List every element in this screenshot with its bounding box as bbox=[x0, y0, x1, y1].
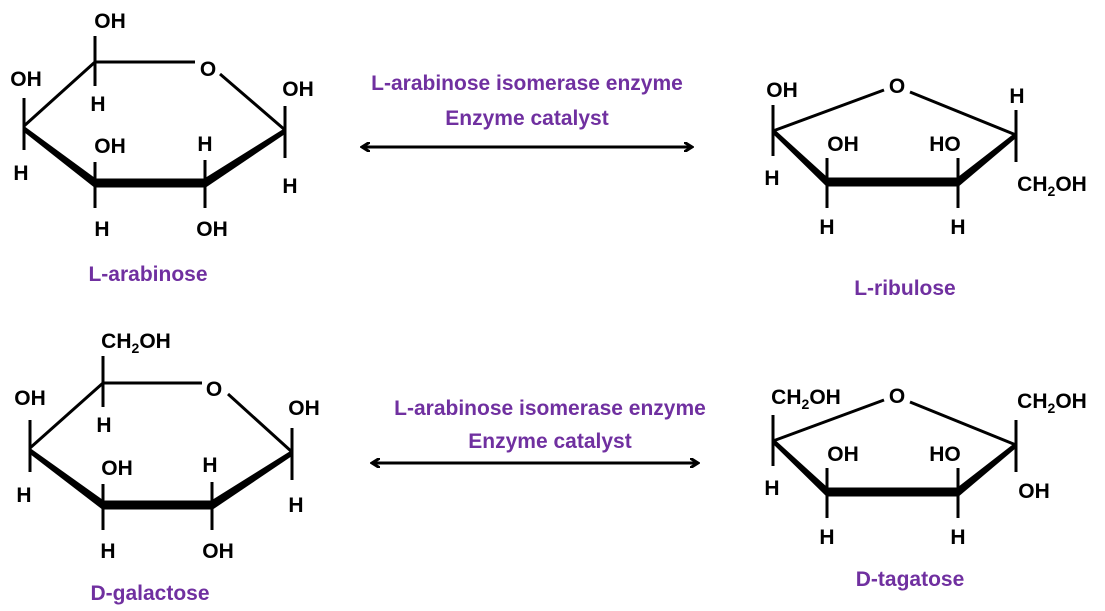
atom-label: H bbox=[90, 93, 105, 116]
atom-label: OH bbox=[827, 133, 859, 156]
atom-label: OH bbox=[282, 78, 314, 101]
atom-label: H bbox=[202, 454, 217, 477]
atom-label: CH2OH bbox=[771, 386, 841, 412]
pyranose-structure-l-arabinose bbox=[22, 36, 287, 208]
enzyme-label: L-arabinose isomerase enzyme bbox=[371, 72, 683, 95]
atom-label: OH bbox=[766, 79, 798, 102]
molecule-name-l-ribulose: L-ribulose bbox=[854, 277, 956, 300]
pyranose-structure-d-galactose bbox=[28, 356, 294, 530]
atom-label: CH2OH bbox=[1017, 390, 1087, 416]
ring-oxygen: O bbox=[200, 58, 216, 81]
atom-label: CH2OH bbox=[101, 330, 171, 356]
atom-label: H bbox=[819, 216, 834, 239]
furanose-structure-l-ribulose bbox=[771, 88, 1018, 208]
atom-label: H bbox=[16, 484, 31, 507]
ring-oxygen: O bbox=[889, 75, 905, 98]
atom-label: H bbox=[819, 526, 834, 549]
atom-label: CH2OH bbox=[1017, 173, 1087, 199]
ring-oxygen: O bbox=[889, 385, 905, 408]
atom-label: OH bbox=[288, 397, 320, 420]
atom-label: H bbox=[197, 133, 212, 156]
atom-label: H bbox=[764, 477, 779, 500]
atom-label: HO bbox=[929, 133, 961, 156]
catalyst-label: Enzyme catalyst bbox=[445, 107, 608, 130]
atom-label: HO bbox=[929, 443, 961, 466]
reaction-1: O OH H OH H OH H H OH OH H L-arabinose L… bbox=[10, 10, 1087, 300]
atom-label: H bbox=[13, 162, 28, 185]
atom-label: H bbox=[950, 526, 965, 549]
atom-label: OH bbox=[94, 10, 126, 33]
atom-label: OH bbox=[94, 135, 126, 158]
molecule-name-l-arabinose: L-arabinose bbox=[88, 263, 207, 286]
enzyme-label: L-arabinose isomerase enzyme bbox=[394, 397, 706, 420]
furanose-structure-d-tagatose bbox=[771, 398, 1018, 518]
molecule-name-d-tagatose: D-tagatose bbox=[856, 568, 965, 591]
atom-label: H bbox=[94, 218, 109, 241]
atom-label: OH bbox=[827, 443, 859, 466]
atom-label: H bbox=[1009, 85, 1024, 108]
molecule-name-d-galactose: D-galactose bbox=[90, 582, 209, 605]
atom-label: OH bbox=[10, 68, 42, 91]
atom-label: H bbox=[282, 175, 297, 198]
atom-label: H bbox=[764, 167, 779, 190]
reaction-2: O CH2OH H OH H OH H H OH OH H D-galactos… bbox=[14, 330, 1087, 605]
atom-label: H bbox=[950, 216, 965, 239]
atom-label: H bbox=[96, 414, 111, 437]
atom-label: H bbox=[288, 494, 303, 517]
atom-label: OH bbox=[101, 457, 133, 480]
atom-label: OH bbox=[202, 540, 234, 563]
atom-label: H bbox=[100, 540, 115, 563]
ring-oxygen: O bbox=[206, 378, 222, 401]
atom-label: OH bbox=[14, 387, 46, 410]
catalyst-label: Enzyme catalyst bbox=[468, 430, 631, 453]
atom-label: OH bbox=[196, 218, 228, 241]
atom-label: OH bbox=[1018, 480, 1050, 503]
